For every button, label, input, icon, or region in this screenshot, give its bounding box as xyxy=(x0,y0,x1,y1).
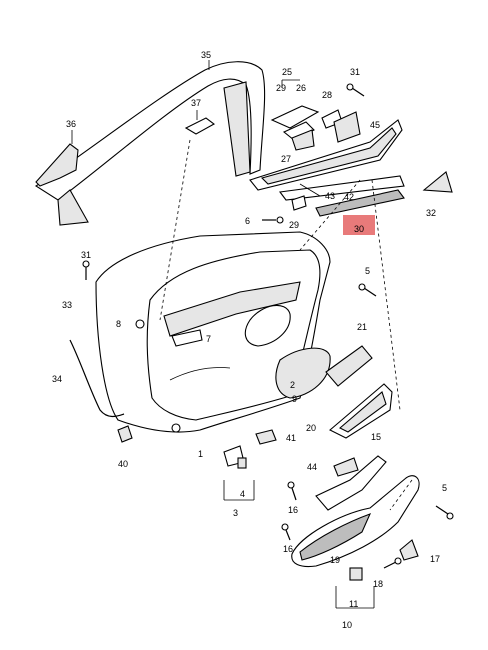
callout-28: 28 xyxy=(322,90,332,100)
screw-31a xyxy=(346,83,365,97)
callout-2: 2 xyxy=(290,380,295,390)
seal-strip-34 xyxy=(69,339,125,418)
callout-31b: 31 xyxy=(81,250,91,260)
screw-31b xyxy=(82,260,90,280)
clip-8 xyxy=(135,319,145,329)
switch-units xyxy=(270,105,361,211)
callout-43: 43 xyxy=(325,191,335,201)
clip-11 xyxy=(349,567,363,581)
callout-29a: 29 xyxy=(276,83,286,93)
clip-41 xyxy=(255,429,277,445)
leader-lines xyxy=(159,79,413,609)
upper-trim-strip xyxy=(249,119,405,217)
callout-32: 32 xyxy=(426,208,436,218)
clip-40 xyxy=(117,425,133,443)
callout-37: 37 xyxy=(191,98,201,108)
callout-35: 35 xyxy=(201,50,211,60)
screw-5a xyxy=(358,283,377,297)
clip-37 xyxy=(184,110,216,135)
callout-34: 34 xyxy=(52,374,62,384)
callout-5b: 5 xyxy=(442,483,447,493)
callout-33: 33 xyxy=(62,300,72,310)
bracket-15 xyxy=(315,455,387,511)
callout-40: 40 xyxy=(118,459,128,469)
callout-highlight xyxy=(343,215,375,235)
callout-8: 8 xyxy=(116,319,121,329)
callout-16a: 16 xyxy=(288,505,298,515)
callout-16b: 16 xyxy=(283,544,293,554)
armrest-19 xyxy=(291,475,420,568)
callout-11: 11 xyxy=(349,599,358,609)
callout-45: 45 xyxy=(370,120,380,130)
callout-17: 17 xyxy=(430,554,440,564)
callout-3: 3 xyxy=(233,508,238,518)
callout-19: 19 xyxy=(330,555,340,565)
callout-29b: 29 xyxy=(289,220,299,230)
callout-7: 7 xyxy=(206,334,211,344)
window-frame-trim-35 xyxy=(34,60,266,226)
screw-18 xyxy=(383,557,402,569)
callout-44: 44 xyxy=(307,462,317,472)
callout-9: 9 xyxy=(292,394,297,404)
callout-36: 36 xyxy=(66,119,76,129)
callout-5a: 5 xyxy=(365,266,370,276)
screw-5b xyxy=(435,505,454,520)
bracket-4 xyxy=(223,445,247,469)
callout-25: 25 xyxy=(282,67,292,77)
screw-16b xyxy=(281,523,291,541)
callout-18: 18 xyxy=(373,579,383,589)
callout-27: 27 xyxy=(281,154,291,164)
callout-21: 21 xyxy=(357,322,367,332)
door-panel-1 xyxy=(95,231,331,433)
callout-1: 1 xyxy=(198,449,203,459)
screw-16a xyxy=(287,481,297,501)
callout-31a: 31 xyxy=(350,67,360,77)
callout-6: 6 xyxy=(245,216,250,226)
callout-10: 10 xyxy=(342,620,352,630)
pocket-20 xyxy=(329,383,393,439)
callout-30: 30 xyxy=(354,224,364,234)
callout-4: 4 xyxy=(240,489,245,499)
pocket-trim-21 xyxy=(325,345,373,387)
callout-41: 41 xyxy=(286,433,296,443)
screw-6 xyxy=(262,216,284,224)
callout-20: 20 xyxy=(306,423,316,433)
callout-26: 26 xyxy=(296,83,306,93)
cap-17 xyxy=(399,539,419,561)
corner-trim-36 xyxy=(35,130,79,187)
callout-42: 42 xyxy=(344,192,354,202)
triangle-cap-32 xyxy=(422,171,453,193)
callout-15: 15 xyxy=(371,432,381,442)
